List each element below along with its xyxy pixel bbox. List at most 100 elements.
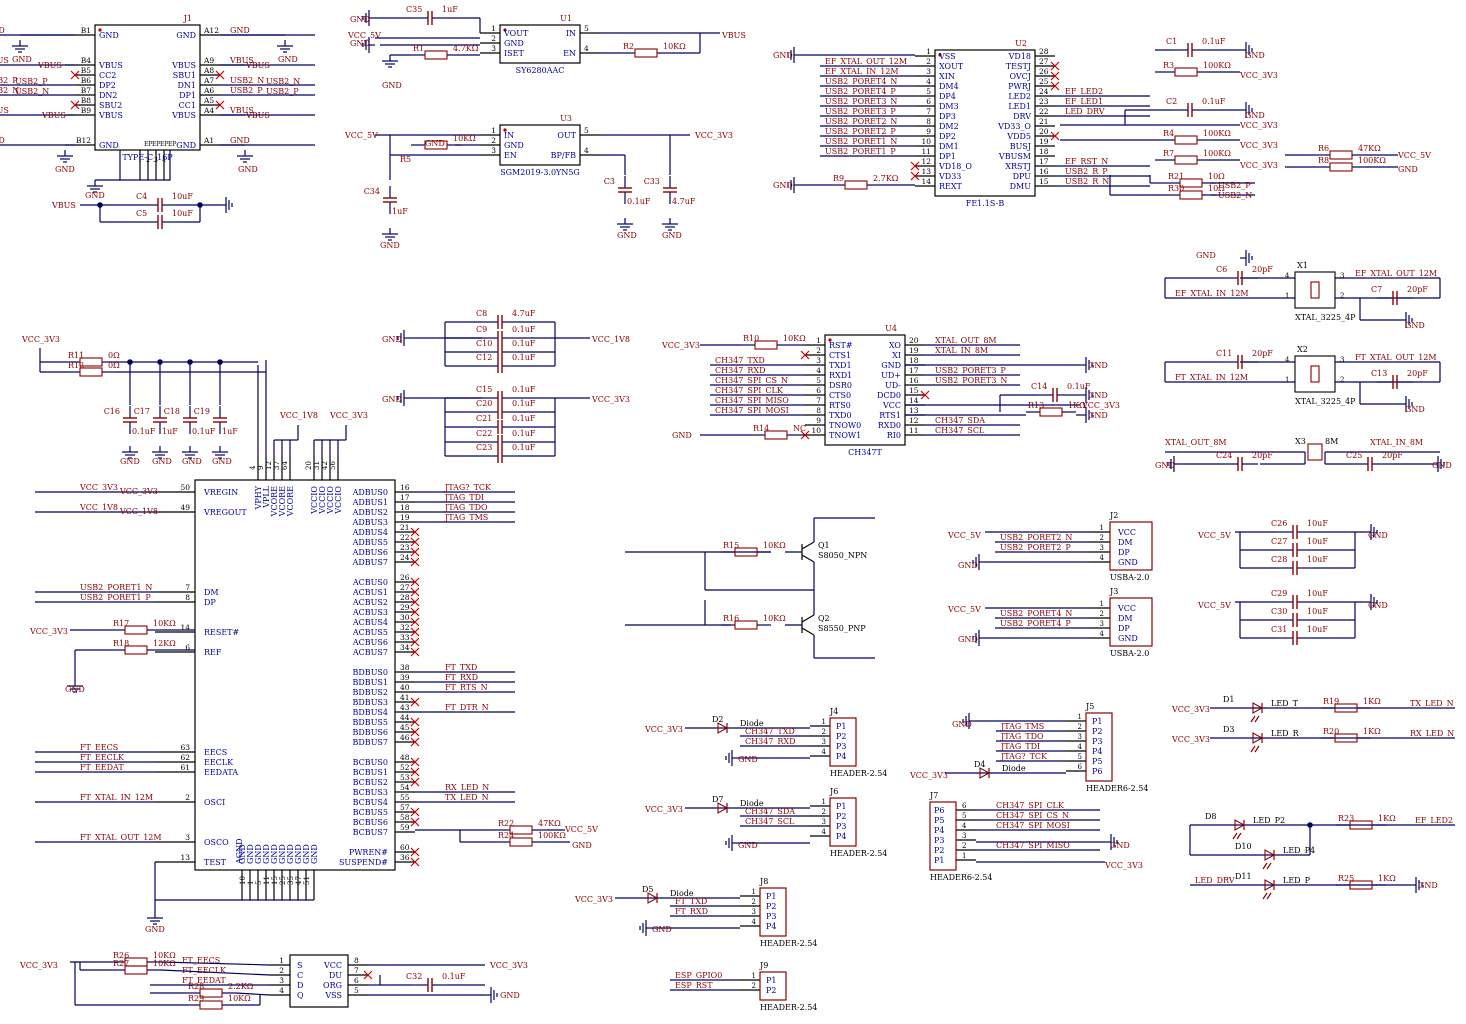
pin-number: 18 <box>909 356 919 365</box>
net-label: 4 <box>822 748 827 756</box>
net-label: GND <box>1118 634 1138 643</box>
net-label: R8 <box>1318 156 1329 165</box>
power-label: VCC_3V3 <box>644 725 683 734</box>
net-label: CH347_SDA <box>745 807 795 816</box>
pin-name: DP <box>204 598 216 607</box>
power-label: GND <box>350 15 370 24</box>
pin-number: A4 <box>203 106 214 115</box>
net-label: GND <box>0 136 5 145</box>
power-label: USB2_N <box>1218 191 1252 200</box>
net-label: 4 <box>1285 356 1290 364</box>
net-label: EP <box>160 141 168 148</box>
power-label: GND <box>238 165 258 174</box>
net-label: 10KΩ <box>783 334 806 343</box>
net-label: C5 <box>136 209 147 218</box>
net-label: 20pF <box>1382 451 1403 460</box>
pin-name: GND <box>238 844 247 864</box>
pin-name: ACBUS0 <box>352 578 388 587</box>
net-label: VBUS <box>0 56 9 65</box>
pin-name: UD+ <box>881 371 901 380</box>
net-label: 47 <box>295 876 303 885</box>
power-label: VCC_3V3 <box>1239 71 1278 80</box>
pin-name: ADBUS6 <box>352 548 388 557</box>
net-label: 100KΩ <box>1203 149 1231 158</box>
net-label: 2 <box>1100 610 1104 618</box>
ic-j1 <box>94 24 201 151</box>
net-label: J9 <box>759 961 768 970</box>
pin-number: B1 <box>81 26 91 35</box>
net-label: CH347_SPI_CS_N <box>996 811 1069 820</box>
net-label: U2 <box>1015 39 1027 48</box>
pin-number: 8 <box>816 406 821 415</box>
resistor <box>734 620 758 630</box>
pin-header <box>929 801 957 871</box>
pin-number: 26 <box>400 573 410 582</box>
net-label: HEADER-2.54 <box>830 849 887 858</box>
net-label: HEADER-2.54 <box>830 769 887 778</box>
net-label: 1uF <box>392 207 408 216</box>
pin-number: 59 <box>400 823 410 832</box>
net-label: 10 <box>239 876 247 885</box>
pin-name: BDBUS6 <box>353 728 388 737</box>
net-label: FT_EEDAT <box>182 976 226 985</box>
net-label: P5 <box>1092 757 1102 766</box>
pin-number: 28 <box>400 593 410 602</box>
net-label: 0.1uF <box>132 427 156 436</box>
net-label: 3 <box>154 157 158 164</box>
pin-name: GND <box>254 844 263 864</box>
net-label: D11 <box>1235 872 1252 881</box>
pin-number: 14 <box>180 623 190 632</box>
net-label: C23 <box>476 443 492 452</box>
net-label: 10KΩ <box>453 134 476 143</box>
pin-name: XOUT <box>939 62 964 71</box>
net-label: USB2_PORET2_P <box>825 127 896 136</box>
pin-name: VCCIO <box>310 486 319 515</box>
pin-number: 4 <box>584 44 589 53</box>
net-label: 0.1uF <box>512 414 536 423</box>
net-label: 2 <box>1100 534 1104 542</box>
resistor <box>79 357 103 367</box>
net-label: P1 <box>934 856 944 865</box>
pin-name: CTS0 <box>829 391 851 400</box>
pin-name: RTS1 <box>879 411 901 420</box>
net-label: ESP_GPIO0 <box>675 971 722 980</box>
net-label: J8 <box>759 877 768 886</box>
power-label: VCC_5V <box>347 31 381 40</box>
pin-header <box>759 971 787 1001</box>
pin-number: A6 <box>203 86 214 95</box>
net-label: JTAG_TDI <box>1000 742 1040 751</box>
net-label: 5 <box>255 881 263 885</box>
net-label: P4 <box>1092 747 1102 756</box>
net-label: S8550_PNP <box>818 624 866 633</box>
ic-type-label: CH347T <box>848 448 882 457</box>
pin-name: VCORE <box>270 486 279 517</box>
net-label: R2 <box>623 42 634 51</box>
net-label: 1 <box>822 798 826 806</box>
diode <box>717 802 729 814</box>
pin-name: ACBUS1 <box>352 588 388 597</box>
pin-name: VCCIO <box>326 486 335 515</box>
net-label: D10 <box>1235 842 1252 851</box>
net-label: P3 <box>766 912 776 921</box>
net-label: C28 <box>1271 555 1287 564</box>
power-label: GND <box>1418 881 1438 890</box>
pin-name: RST# <box>829 341 853 350</box>
net-label: 6 <box>1078 763 1083 771</box>
pin-number: 49 <box>180 503 190 512</box>
pin-name: VOUT <box>503 29 529 38</box>
net-label: 0Ω <box>108 361 120 370</box>
net-label: FT_XTAL_IN_12M <box>1175 373 1248 382</box>
net-label: 4.7uF <box>672 197 696 206</box>
pin-name: VBUS <box>171 111 196 120</box>
pin-number: 5 <box>816 376 821 385</box>
net-label: 4 <box>162 157 166 164</box>
parts <box>79 11 1398 1010</box>
power-label: USB2_P <box>1218 181 1251 190</box>
pin-number: 13 <box>180 853 190 862</box>
power-label: VCC_3V3 <box>661 341 700 350</box>
net-label: R24 <box>498 831 514 840</box>
pin-header <box>759 887 787 937</box>
net-label: USB2_PORET3_P <box>825 107 896 116</box>
pin-number: 39 <box>400 673 410 682</box>
power-label: VCC_3V3 <box>1239 141 1278 150</box>
